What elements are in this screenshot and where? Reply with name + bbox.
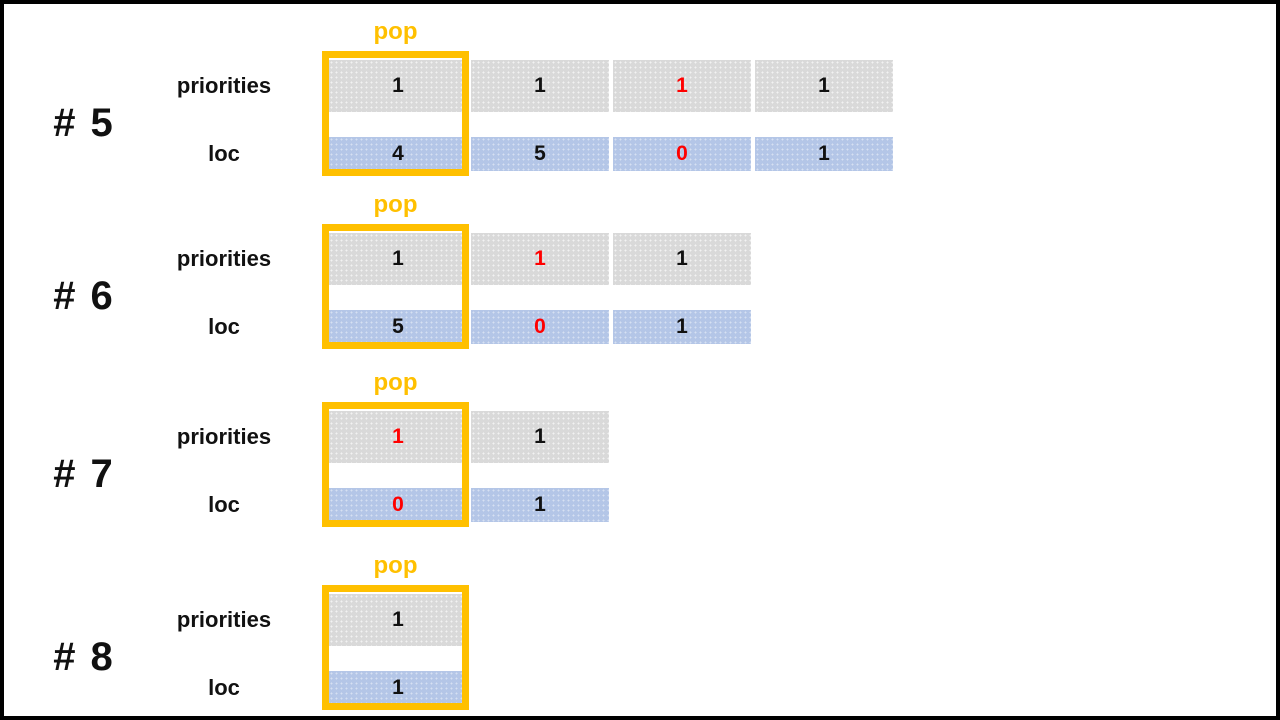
loc-cell: 4 (329, 137, 467, 171)
loc-cell: 1 (471, 488, 609, 522)
loc-label: loc (208, 492, 240, 517)
loc-label: loc (208, 141, 240, 166)
priorities-label: priorities (176, 246, 272, 271)
priorities-cell: 1 (329, 594, 467, 646)
loc-cell: 5 (471, 137, 609, 171)
priorities-cell: 1 (329, 233, 467, 285)
pop-label: pop (373, 552, 418, 579)
priorities-label: priorities (176, 73, 272, 98)
loc-cell: 1 (755, 137, 893, 171)
priorities-label: priorities (176, 424, 272, 449)
pop-highlight-box (322, 585, 469, 710)
loc-cell: 0 (613, 137, 751, 171)
loc-label: loc (208, 314, 240, 339)
loc-cell: 5 (329, 310, 467, 344)
priorities-cell: 1 (329, 411, 467, 463)
priorities-row: 1 (329, 594, 467, 646)
step-number-label: # 6 (53, 274, 115, 318)
pop-highlight-box (322, 224, 469, 349)
loc-cell: 1 (613, 310, 751, 344)
pop-label: pop (373, 18, 418, 45)
loc-label: loc (208, 675, 240, 700)
loc-cell: 1 (329, 671, 467, 705)
priorities-cell: 1 (329, 60, 467, 112)
loc-cell: 0 (329, 488, 467, 522)
step-number-label: # 8 (53, 635, 115, 679)
step-number-label: # 5 (53, 101, 115, 145)
pop-highlight-box (322, 402, 469, 527)
pop-label: pop (373, 191, 418, 218)
priorities-cell: 1 (613, 60, 751, 112)
priorities-cell: 1 (613, 233, 751, 285)
priorities-cell: 1 (471, 233, 609, 285)
step-block: # 8 pop priorities 1 loc 1 (4, 552, 1276, 716)
pop-label: pop (373, 369, 418, 396)
priorities-cell: 1 (755, 60, 893, 112)
priorities-cell: 1 (471, 60, 609, 112)
priorities-cell: 1 (471, 411, 609, 463)
priorities-label: priorities (176, 607, 272, 632)
step-number-label: # 7 (53, 452, 115, 496)
loc-cell: 0 (471, 310, 609, 344)
pop-highlight-box (322, 51, 469, 176)
loc-row: 1 (329, 671, 467, 705)
